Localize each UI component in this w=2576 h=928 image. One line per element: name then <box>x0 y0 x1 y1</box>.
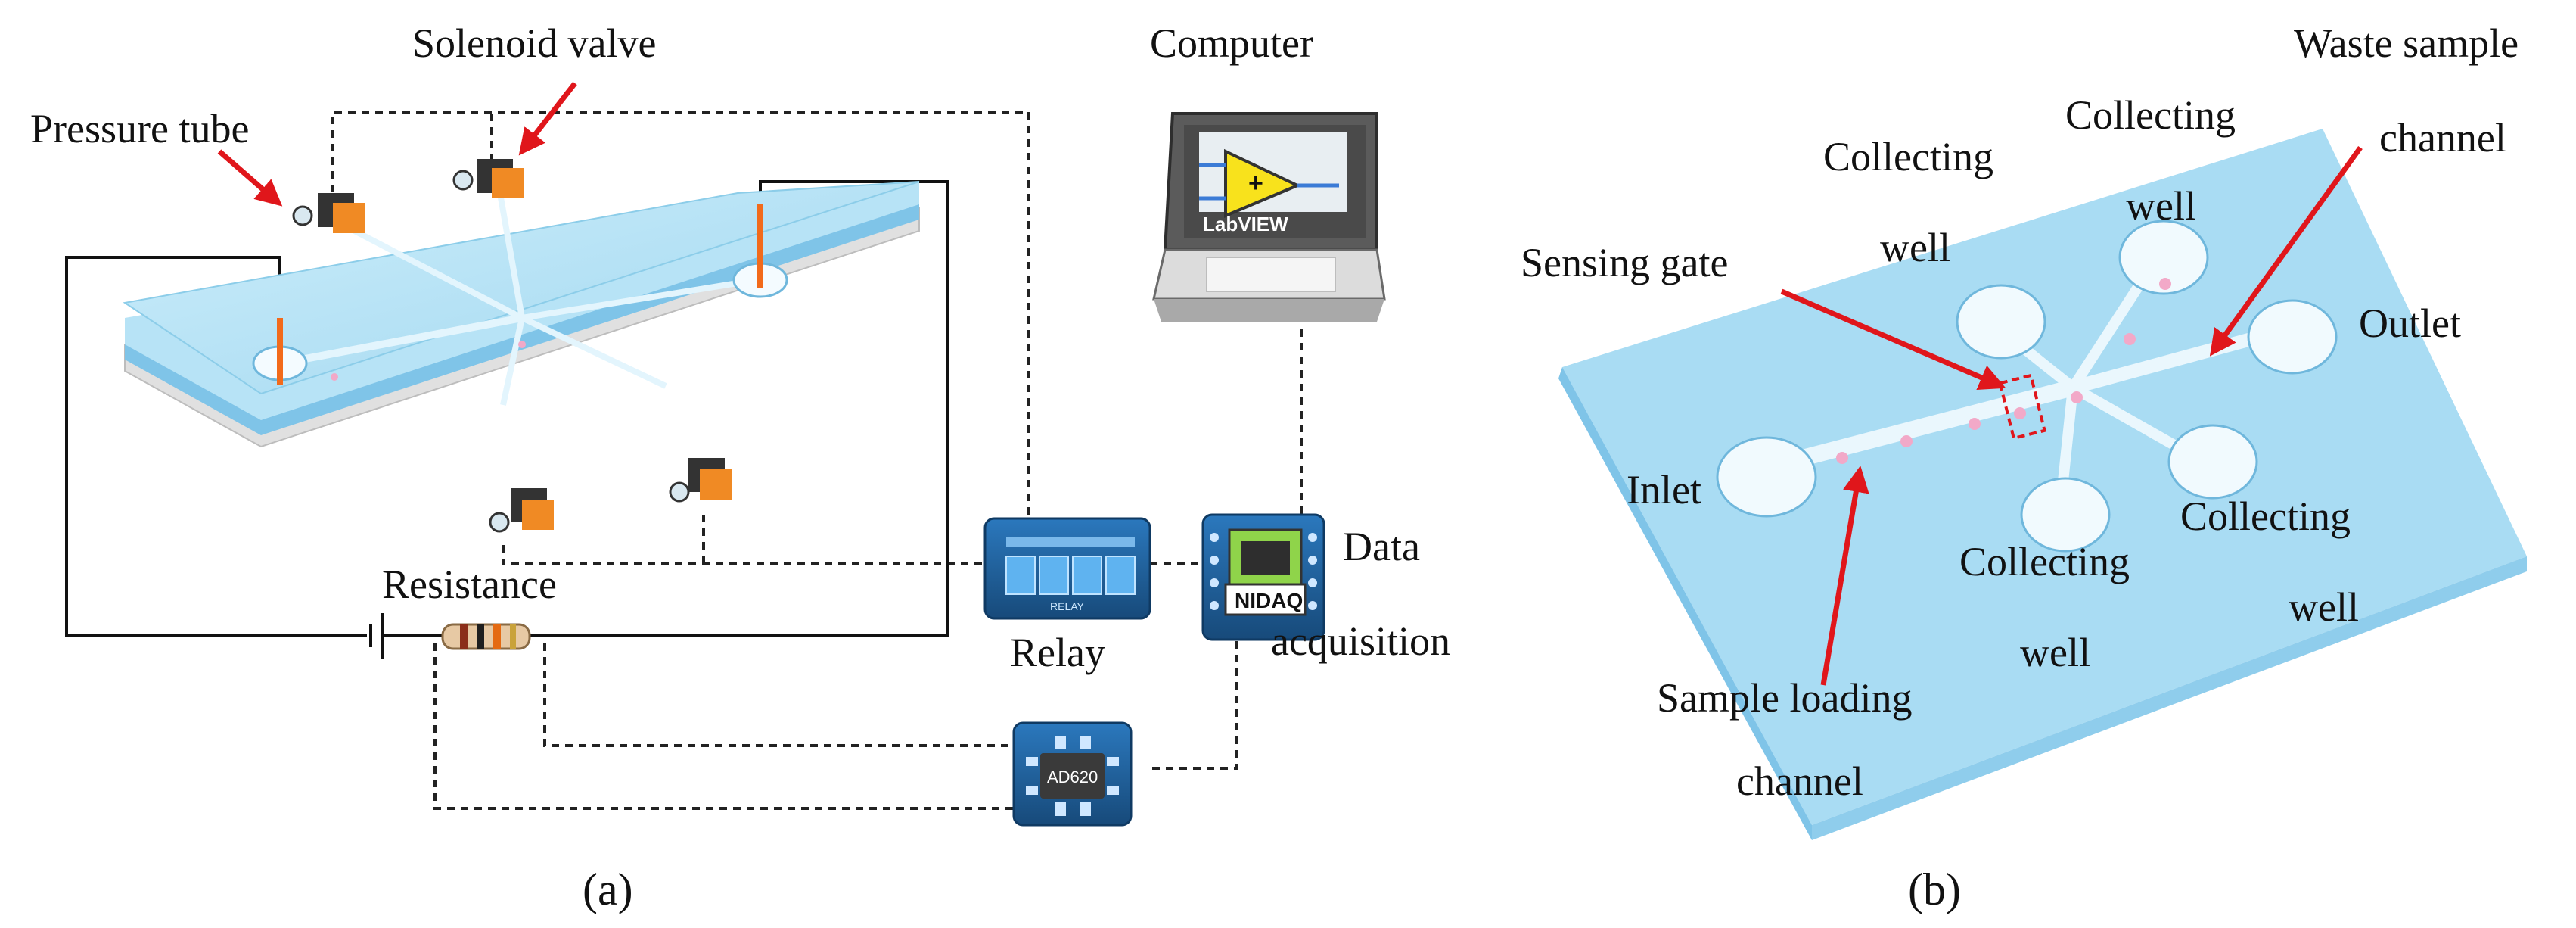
collecting-well-left <box>1956 284 2046 360</box>
arrow-sensing-gate <box>1780 288 2006 390</box>
sample-loading-channel <box>1751 379 2081 478</box>
panel-b: Waste sample channel Collecting well Col… <box>1521 20 2527 914</box>
label-resistance: Resistance <box>382 562 557 607</box>
solenoid-valve-pressure <box>292 193 365 233</box>
label-well-bottom: well <box>2020 630 2090 675</box>
electrode-outlet <box>757 204 763 288</box>
sensing-gate-box <box>1998 373 2046 441</box>
label-acquisition: acquisition <box>1271 618 1450 664</box>
amp-text: AD620 <box>1047 768 1098 786</box>
solenoid-valve-top <box>452 159 524 198</box>
inlet-well-b <box>1716 436 1817 518</box>
waste-channel <box>2066 326 2280 394</box>
collecting-well-right <box>2167 424 2258 500</box>
svg-text:+: + <box>1248 169 1263 198</box>
label-well-top: well <box>2126 183 2196 229</box>
chip-b <box>1558 129 2527 840</box>
caption-a: (a) <box>583 864 633 914</box>
collecting-well-bottom <box>2020 477 2111 553</box>
microfluidic-chip <box>123 181 920 448</box>
label-pressure-tube: Pressure tube <box>30 106 249 151</box>
label-waste-channel: channel <box>2379 115 2506 160</box>
arrow-pressure-tube <box>217 149 283 207</box>
collecting-well-top <box>2118 220 2209 295</box>
outlet-well-b <box>2247 299 2338 375</box>
arrow-solenoid-valve <box>518 81 577 156</box>
nidaq-text: NIDAQ <box>1235 589 1303 612</box>
arrow-waste-channel <box>2209 145 2363 357</box>
labview-text: LabVIEW <box>1203 213 1288 235</box>
dashed-control-wires <box>331 111 1303 810</box>
label-outlet: Outlet <box>2359 301 2461 346</box>
label-relay: Relay <box>1010 630 1105 675</box>
label-solenoid-valve: Solenoid valve <box>412 20 656 66</box>
nidaq-device: NIDAQ <box>1201 513 1325 641</box>
panel-a: + LabVIEW RELAY NIDAQ <box>30 20 1450 914</box>
label-collecting-top: Collecting <box>2065 92 2236 138</box>
label-inlet: Inlet <box>1627 467 1701 512</box>
label-computer: Computer <box>1150 20 1313 66</box>
computer: + LabVIEW <box>1152 112 1386 322</box>
label-sensing-gate: Sensing gate <box>1521 240 1728 285</box>
relay-device: RELAY <box>983 517 1151 620</box>
label-data: Data <box>1343 524 1420 569</box>
label-well-left: well <box>1880 225 1950 270</box>
caption-b: (b) <box>1908 864 1961 914</box>
arrow-sample-loading <box>1820 466 1869 686</box>
electrode-inlet <box>277 318 283 385</box>
solenoid-valve-bottom-right <box>669 458 732 503</box>
amplifier-device: AD620 <box>1012 721 1133 827</box>
relay-chip-text: RELAY <box>1050 600 1085 612</box>
label-sample-loading: Sample loading <box>1657 675 1912 721</box>
label-collecting-left: Collecting <box>1823 134 1993 179</box>
label-loading-channel: channel <box>1736 758 1863 804</box>
label-waste-sample: Waste sample <box>2294 20 2519 66</box>
label-well-right: well <box>2289 584 2359 630</box>
resistor <box>441 623 531 650</box>
label-collecting-right: Collecting <box>2180 494 2351 539</box>
solenoid-valve-bottom-left <box>489 488 554 533</box>
label-collecting-bottom: Collecting <box>1959 539 2130 584</box>
